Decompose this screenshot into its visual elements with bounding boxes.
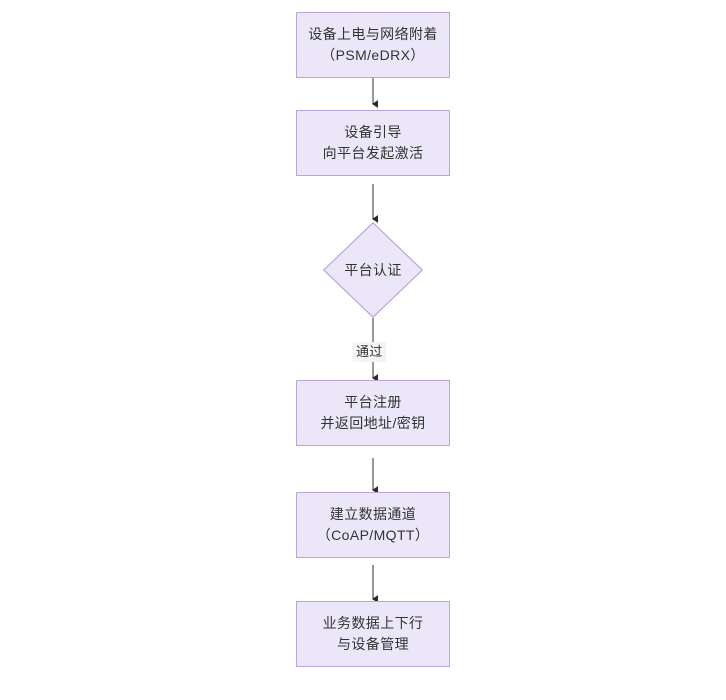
node-device-bootstrap[interactable]: 设备引导 向平台发起激活 [296,110,450,176]
node-line-1: 业务数据上下行 [322,615,424,631]
edge-label-pass: 通过 [353,342,386,362]
diamond-shape-icon [323,222,423,318]
node-line-2: 并返回地址/密钥 [320,415,426,431]
node-line-2: （CoAP/MQTT） [316,527,430,543]
node-line-2: 向平台发起激活 [322,145,424,161]
node-establish-data-channel[interactable]: 建立数据通道 （CoAP/MQTT） [296,492,450,558]
node-platform-register[interactable]: 平台注册 并返回地址/密钥 [296,380,450,446]
node-platform-auth-decision[interactable]: 平台认证 [323,222,423,318]
node-device-power-on[interactable]: 设备上电与网络附着 （PSM/eDRX） [296,12,450,78]
node-business-data-and-device-management[interactable]: 业务数据上下行 与设备管理 [296,601,450,667]
node-line-2: （PSM/eDRX） [321,47,425,63]
node-line-1: 设备引导 [344,124,402,140]
node-line-1: 建立数据通道 [329,506,417,522]
node-line-1: 平台认证 [344,261,402,278]
node-line-1: 平台注册 [344,394,402,410]
node-line-1: 设备上电与网络附着 [308,26,438,42]
node-line-2: 与设备管理 [337,636,409,652]
